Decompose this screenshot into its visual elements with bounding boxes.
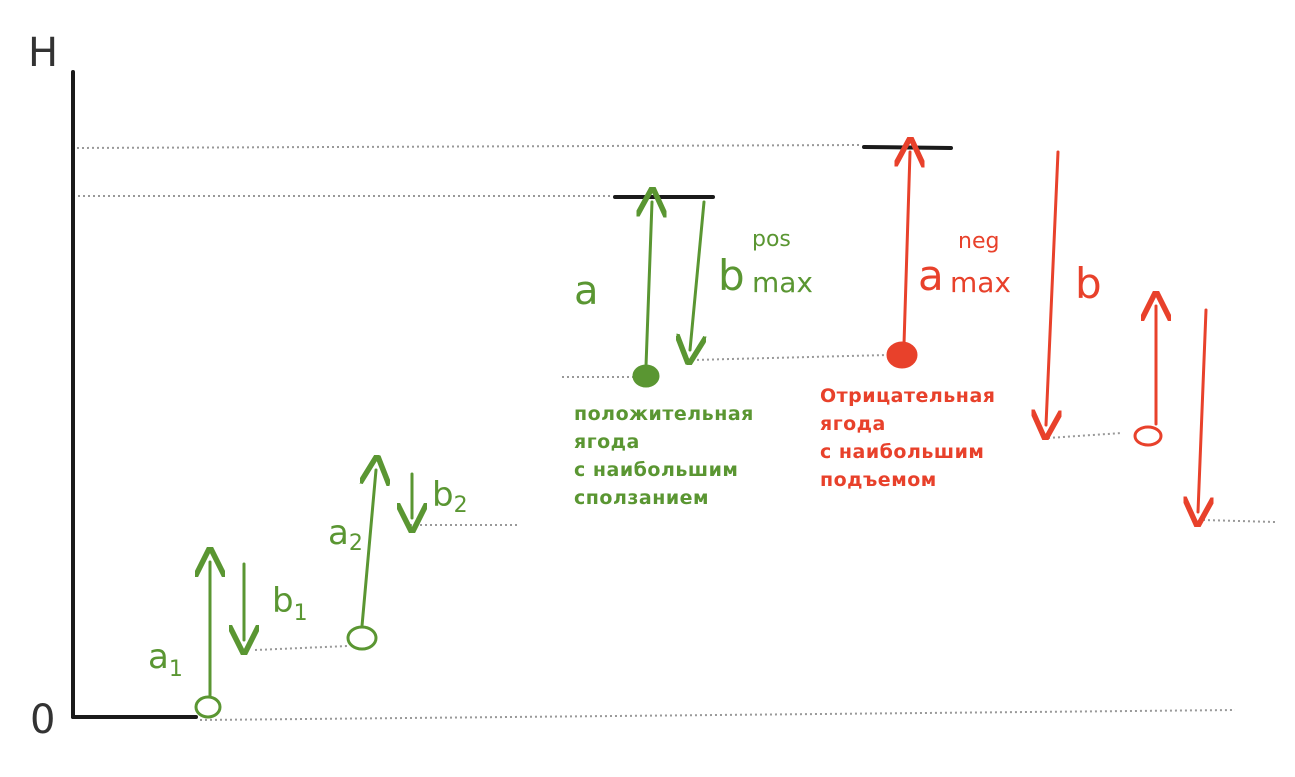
- label-bmax-sub: max: [752, 266, 813, 299]
- level-b1: [254, 645, 349, 651]
- level-red-end: [1202, 519, 1276, 523]
- y-axis: [70, 70, 76, 719]
- berry-start: [194, 695, 222, 719]
- positive-berry: [632, 364, 660, 388]
- arrow-a2: [362, 470, 376, 628]
- positive-note-line-4: сползанием: [574, 487, 709, 509]
- label-b2: b2: [432, 475, 468, 518]
- arrow-a: [646, 202, 652, 368]
- level-zero: [199, 709, 1236, 721]
- label-b1: b1: [272, 581, 308, 626]
- red-arrows: [904, 152, 1206, 512]
- positive-note-line-2: ягода: [574, 431, 640, 453]
- level-top: [71, 144, 861, 149]
- positive-note-line-1: положительная: [574, 403, 754, 425]
- red-berries: [886, 341, 1163, 447]
- origin-label: 0: [30, 697, 55, 743]
- negative-note-line-2: ягода: [820, 413, 886, 435]
- negative-berry-note: Отрицательная ягода с наибольшим подъемо…: [820, 385, 995, 491]
- label-a1: a1: [148, 637, 183, 682]
- green-arrows: [210, 200, 704, 698]
- label-amax-sub: max: [950, 266, 1011, 299]
- negative-berry: [886, 341, 918, 369]
- label-amax-sup: neg: [958, 229, 999, 254]
- negative-note-line-1: Отрицательная: [820, 385, 995, 407]
- red-labels: a neg max b: [918, 229, 1102, 308]
- label-amax: a: [918, 251, 944, 300]
- level-bmax: [691, 354, 889, 361]
- berry-red-low: [1133, 425, 1163, 447]
- negative-note-line-4: подъемом: [820, 469, 937, 491]
- green-berries: [194, 364, 660, 719]
- peak-bar-red: [862, 145, 953, 150]
- label-b-red: b: [1075, 259, 1102, 308]
- y-axis-label: H: [28, 30, 58, 76]
- label-a: a: [574, 268, 599, 314]
- negative-note-line-3: с наибольшим: [820, 441, 984, 463]
- berry-b1: [346, 625, 378, 651]
- positive-note-line-3: с наибольшим: [574, 459, 738, 481]
- arrow-amax: [904, 152, 910, 346]
- green-labels: a1 b1 a2 b2 a b pos max: [148, 227, 813, 682]
- label-bmax: b: [718, 251, 745, 300]
- reference-levels: [71, 144, 1276, 721]
- arrow-bmax: [690, 200, 704, 350]
- level-red-low: [1047, 432, 1123, 439]
- arrow-red-down: [1198, 308, 1206, 512]
- positive-berry-note: положительная ягода с наибольшим сползан…: [574, 403, 754, 509]
- arrow-b-red: [1046, 150, 1058, 425]
- label-bmax-sup: pos: [752, 227, 791, 252]
- label-a2: a2: [328, 513, 363, 556]
